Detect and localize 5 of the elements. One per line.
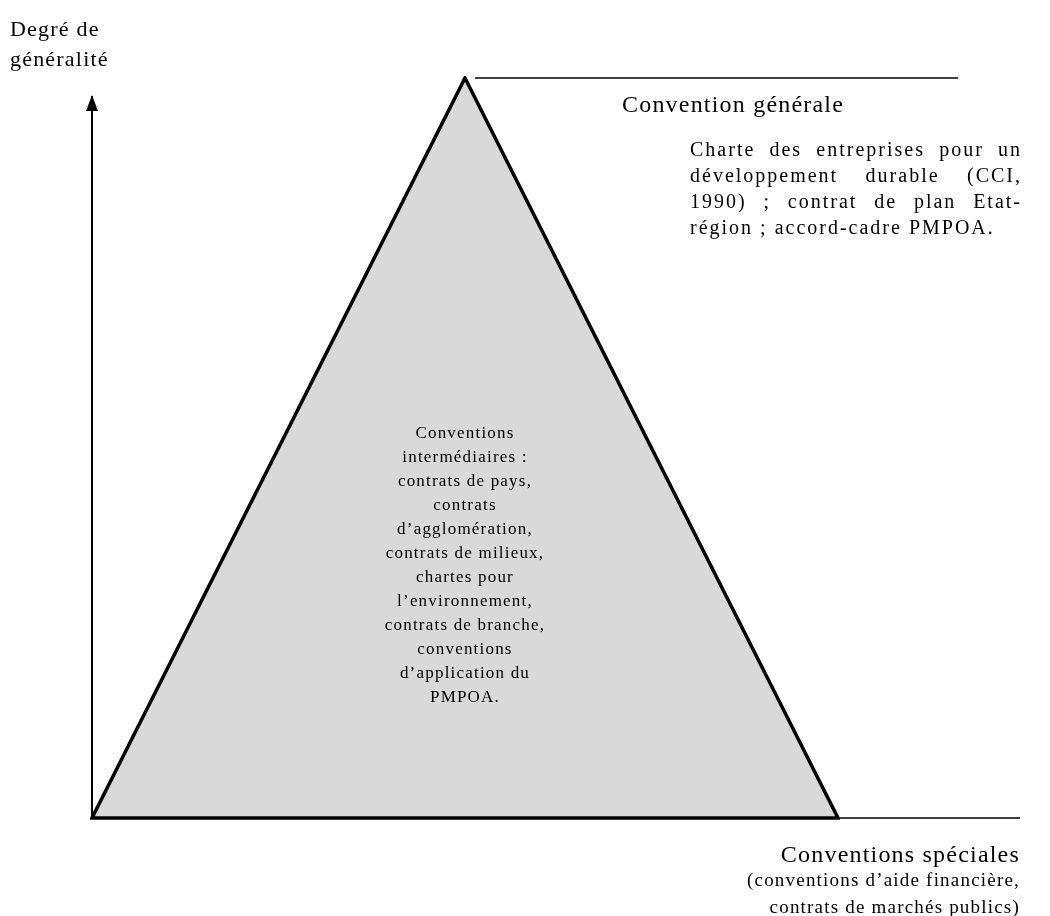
bottom-label: Conventions spéciales bbox=[780, 840, 1020, 869]
triangle-text: Conventions intermédiaires : contrats de pays, contrats d’agglomération, contrats de milieux, chartes pour l’environnement, contrats de branche, conventions d’application du PMPOA. bbox=[383, 422, 547, 708]
top-label: Convention générale bbox=[622, 90, 845, 119]
axis-title: Degré de généralité bbox=[10, 15, 110, 73]
description-text: Charte des entreprises pour un développement durable (CCI, 1990) ; contrat de plan Etat-région ; accord-cadre PMPOA. bbox=[690, 137, 1022, 240]
